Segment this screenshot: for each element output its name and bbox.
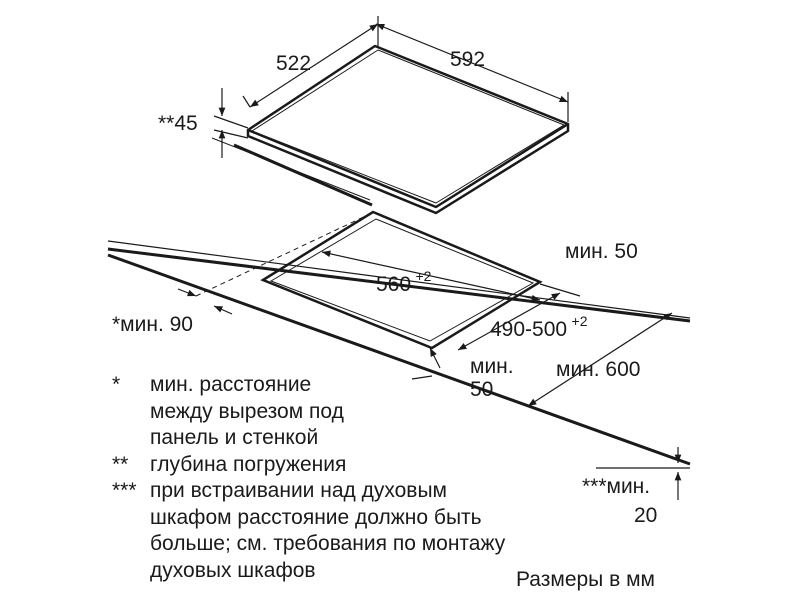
footnote-2: ** глубина погружения — [112, 452, 612, 479]
rear-min-label: мин. 50 — [565, 240, 638, 263]
cutout-depth-value: 490-500 — [490, 318, 567, 341]
footnote-3-line-3: больше; см. требования по монтажу — [150, 532, 506, 555]
footnote-2-text: глубина погружения — [150, 452, 612, 479]
dimension-lines — [177, 16, 690, 500]
footnote-1-mark: * — [112, 373, 121, 396]
front-min-label-line1: мин. — [470, 355, 514, 378]
footnote-3-text: при встраивании над духовым шкафом расст… — [150, 478, 612, 584]
cutout-depth-tolerance: +2 — [572, 313, 588, 329]
wall-gap-label: *мин. 90 — [112, 313, 193, 336]
footnotes: * мин. расстояние между вырезом под пане… — [112, 372, 612, 584]
footnote-1: * мин. расстояние между вырезом под пане… — [112, 372, 612, 452]
footnote-2-line-1: глубина погружения — [150, 452, 347, 476]
footnote-3-line-4: духовых шкафов — [150, 558, 316, 582]
footnote-1-text: мин. расстояние между вырезом под панель… — [150, 372, 612, 452]
footnote-3-line-1: при встраивании над духовым — [150, 479, 447, 502]
footnote-3-line-2: шкафом расстояние должно быть — [150, 505, 482, 529]
cutout-width-value: 560 — [376, 273, 411, 296]
worktop-depth-label: мин. 600 — [556, 358, 640, 381]
footnote-3: *** при встраивании над духовым шкафом р… — [112, 478, 612, 584]
footnote-2-mark: ** — [112, 452, 129, 476]
hob-width-label: 592 — [450, 48, 485, 71]
units-caption: Размеры в мм — [516, 568, 655, 591]
front-min-label-line2: 50 — [470, 378, 493, 401]
footnote-1-line-2: между вырезом под — [150, 399, 344, 423]
footnote-1-line-3: панель и стенкой — [150, 426, 319, 449]
hob-height-label: **45 — [158, 112, 198, 135]
cutout-width-label: 560 +2 — [376, 268, 432, 296]
hob-depth-label: 522 — [276, 52, 311, 75]
cutout-width-tolerance: +2 — [416, 268, 432, 284]
cutout-depth-label: 490-500 +2 — [490, 313, 588, 341]
footnote-3-mark: *** — [112, 479, 137, 502]
footnote-1-line-1: мин. расстояние — [150, 373, 312, 396]
below-min-label-line1: ***мин. — [582, 475, 650, 498]
below-min-label-line2: 20 — [634, 504, 657, 527]
